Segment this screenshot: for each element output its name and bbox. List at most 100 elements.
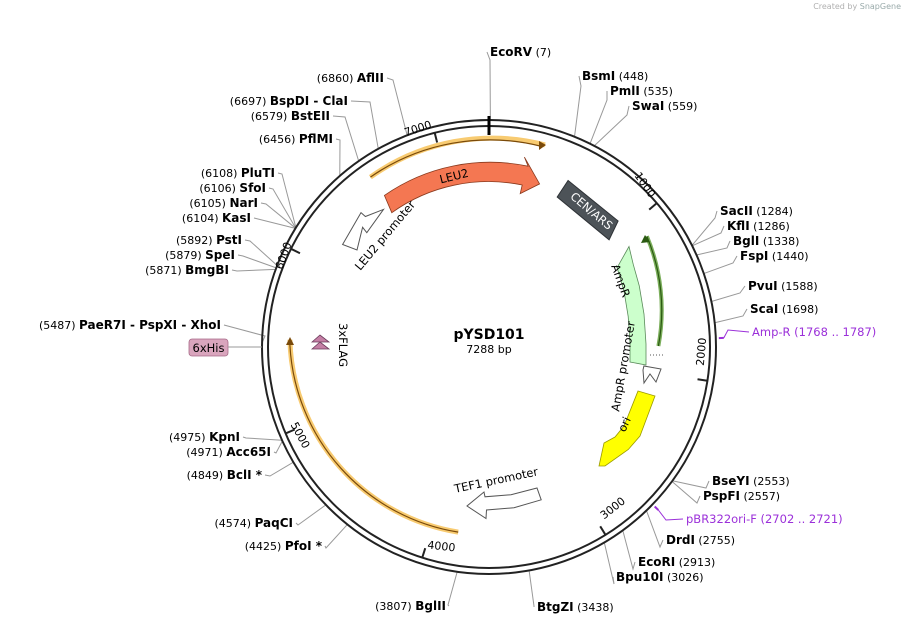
ampr-orf-line: [646, 236, 663, 347]
site-leader: [593, 105, 630, 147]
site-position: (6106): [199, 182, 239, 195]
site-position: (1588): [778, 280, 818, 293]
site-position: (5487): [39, 319, 79, 332]
site-name: BmgBI: [185, 263, 229, 277]
tick-label: 4000: [427, 539, 456, 555]
site-label: (5879) SpeI: [165, 248, 235, 262]
site-leader: [486, 51, 491, 121]
tick-mark: [697, 378, 708, 382]
site-label: (3807) BglII: [375, 599, 446, 613]
site-label: BsmI (448): [582, 69, 648, 83]
ampr-promoter-label: AmpR promoter: [608, 320, 638, 413]
ampr-promoter-arrow: [642, 365, 662, 385]
site-position: (5871): [145, 264, 185, 277]
site-name: BsmI: [582, 69, 615, 83]
flag-arrow-1: [310, 334, 331, 343]
site-label: PmlI (535): [610, 84, 673, 98]
site-name: PspFI: [703, 489, 740, 503]
site-label: PvuI (1588): [748, 279, 818, 293]
site-leader: [324, 524, 348, 549]
cen-ars-box: [556, 179, 619, 241]
site-leader: [447, 571, 458, 607]
site-label: (4425) PfoI *: [245, 539, 323, 553]
site-position: (4975): [169, 431, 209, 444]
tef1-orf-highlight: [287, 339, 459, 535]
site-name: SpeI: [205, 248, 235, 262]
site-name: KasI: [222, 211, 251, 225]
site-name: NarI: [229, 196, 258, 210]
restriction-sites: EcoRV (7)BsmI (448)PmlI (535)SwaI (559)S…: [39, 45, 818, 614]
site-name: BtgZI: [537, 600, 574, 614]
site-position: (559): [664, 100, 697, 113]
ori-label: ori: [615, 415, 634, 434]
site-name: PaqCI: [255, 516, 293, 530]
site-position: (5879): [165, 249, 205, 262]
site-label: DrdI (2755): [666, 533, 735, 547]
site-position: (4971): [186, 446, 226, 459]
site-name: PmlI: [610, 84, 640, 98]
site-position: (3438): [574, 601, 614, 614]
site-position: (5892): [176, 234, 216, 247]
site-label: BglI (1338): [733, 234, 799, 248]
site-label: (6860) AflII: [317, 71, 384, 85]
site-label: PspFI (2557): [703, 489, 780, 503]
site-name: ScaI: [750, 302, 778, 316]
site-position: (1284): [753, 205, 793, 218]
site-leader: [350, 100, 379, 149]
tick-label: 3000: [598, 495, 628, 522]
site-label: (4849) BclI *: [187, 468, 263, 482]
site-name: PfoI *: [285, 539, 323, 553]
site-name: PstI: [216, 233, 242, 247]
site-leader: [242, 436, 283, 441]
ampr-orf-arrowhead: [641, 235, 650, 243]
site-position: (1698): [778, 303, 818, 316]
site-name: PluTI: [241, 166, 275, 180]
site-name: Bpu10I: [616, 570, 663, 584]
primer-label: pBR322ori-F (2702 .. 2721): [686, 512, 843, 526]
leu2-arrow: [383, 156, 541, 214]
site-name: EcoRV: [490, 45, 533, 59]
site-name: KpnI: [209, 430, 240, 444]
site-label: SacII (1284): [720, 204, 793, 218]
site-leader: [332, 115, 360, 162]
site-leader: [273, 440, 283, 454]
flag-label: 3xFLAG: [336, 323, 350, 367]
site-position: (6579): [251, 110, 291, 123]
site-label: (5487) PaeR7I - PspXI - XhoI: [39, 318, 221, 332]
site-position: (3026): [663, 571, 703, 584]
site-position: (2553): [750, 475, 790, 488]
site-leader: [231, 268, 276, 272]
ampr-orf-highlight: [645, 235, 664, 347]
site-label: (6104) KasI: [182, 211, 251, 225]
site-label: BseYI (2553): [712, 474, 790, 488]
site-position: (3807): [375, 600, 415, 613]
site-label: (6108) PluTI: [201, 166, 275, 180]
site-position: (2913): [675, 556, 715, 569]
site-position: (7): [532, 46, 551, 59]
site-label: (4975) KpnI: [169, 430, 240, 444]
site-leader: [703, 255, 738, 275]
site-name: BglII: [415, 599, 446, 613]
credit-prefix: Created by: [813, 2, 858, 11]
site-leader: [714, 308, 748, 324]
site-position: (1338): [759, 235, 799, 248]
ori-arrow: [598, 390, 656, 467]
site-label: BtgZI (3438): [537, 600, 614, 614]
site-name: FspI: [740, 249, 768, 263]
tick-label: 7000: [403, 118, 434, 139]
site-position: (6697): [230, 95, 270, 108]
tick-mark: [285, 428, 296, 435]
primer-leader: [657, 509, 684, 521]
site-leader: [386, 77, 408, 136]
site-label: (5892) PstI: [176, 233, 242, 247]
site-position: (2557): [740, 490, 780, 503]
site-name: SacII: [720, 204, 753, 218]
site-name: PvuI: [748, 279, 778, 293]
site-name: BclI *: [227, 468, 263, 482]
site-position: (2755): [695, 534, 735, 547]
site-leader: [672, 480, 710, 489]
tick-mark: [290, 247, 301, 255]
leu2-promoter-arrow: [341, 208, 385, 251]
site-label: (4574) PaqCI: [214, 516, 293, 530]
